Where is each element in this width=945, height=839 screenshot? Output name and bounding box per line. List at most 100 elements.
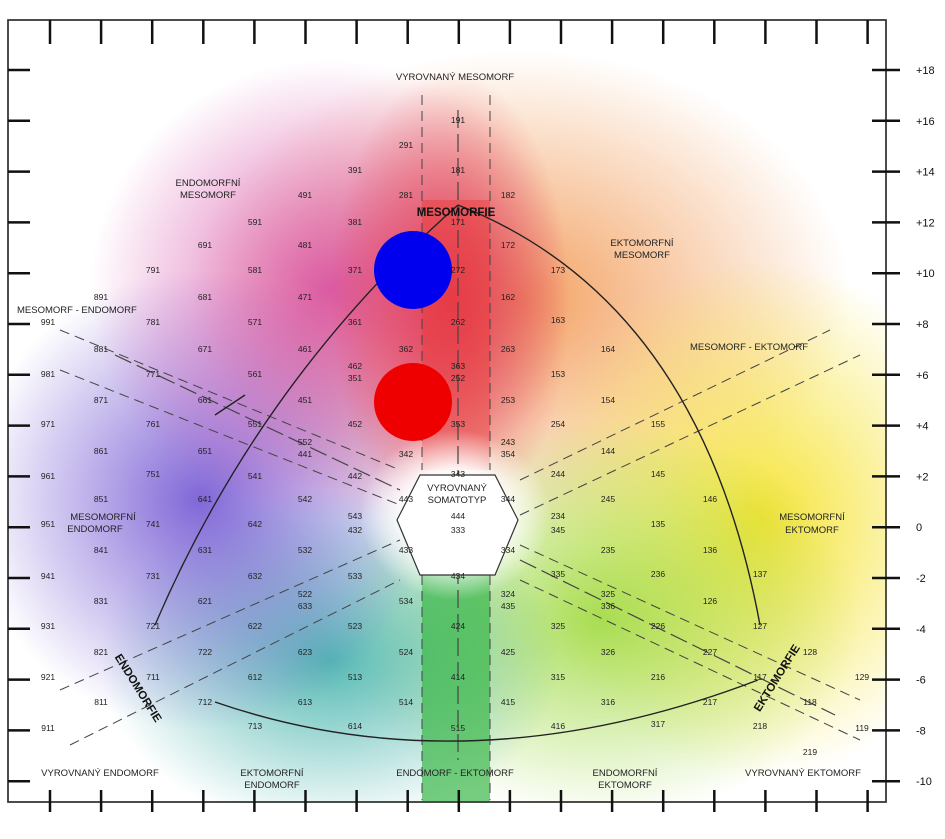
code-335: 335 xyxy=(551,569,565,579)
code-551: 551 xyxy=(248,419,262,429)
code-741: 741 xyxy=(146,519,160,529)
right-axis-label: -2 xyxy=(916,573,926,585)
code-433: 433 xyxy=(399,545,413,555)
code-941: 941 xyxy=(41,571,55,581)
code-291: 291 xyxy=(399,140,413,150)
code-326: 326 xyxy=(601,647,615,657)
code-931: 931 xyxy=(41,621,55,631)
code-217: 217 xyxy=(703,697,717,707)
code-254: 254 xyxy=(551,419,565,429)
code-129: 129 xyxy=(855,672,869,682)
right-axis-label: +12 xyxy=(916,217,935,229)
code-515: 515 xyxy=(451,723,465,733)
code-751: 751 xyxy=(146,469,160,479)
code-252: 252 xyxy=(451,373,465,383)
code-191: 191 xyxy=(451,115,465,125)
code-344: 344 xyxy=(501,494,515,504)
code-236: 236 xyxy=(651,569,665,579)
right-axis-label: -4 xyxy=(916,624,926,636)
label-mesomorf-ektomorf: MESOMORF - EKTOMORF xyxy=(690,342,808,353)
code-381: 381 xyxy=(348,217,362,227)
left-axis-ticks xyxy=(8,68,30,783)
code-162: 162 xyxy=(501,292,515,302)
code-711: 711 xyxy=(146,672,160,682)
label-mesomorfni-endomorf-1: MESOMORFNÍ xyxy=(70,512,136,523)
label-endomorfni-mesomorf-1: ENDOMORFNÍ xyxy=(176,178,241,189)
code-851: 851 xyxy=(94,494,108,504)
code-415: 415 xyxy=(501,697,515,707)
right-axis-label: +4 xyxy=(916,421,929,433)
code-333: 333 xyxy=(451,525,465,535)
code-243: 243 xyxy=(501,437,515,447)
code-731: 731 xyxy=(146,571,160,581)
code-661: 661 xyxy=(198,395,212,405)
right-axis-label: -10 xyxy=(916,776,932,788)
label-ektomorfni-endomorf-1: EKTOMORFNÍ xyxy=(240,768,304,779)
label-vyrovnany-somatotyp-1: VYROVNANÝ xyxy=(427,483,487,494)
code-441: 441 xyxy=(298,449,312,459)
code-532: 532 xyxy=(298,545,312,555)
label-ektomorfni-mesomorf-1: EKTOMORFNÍ xyxy=(610,238,674,249)
band-lines xyxy=(59,95,861,800)
code-234: 234 xyxy=(551,511,565,521)
code-343: 343 xyxy=(451,469,465,479)
label-vyrovnany-somatotyp-2: SOMATOTYP xyxy=(428,495,487,506)
code-351: 351 xyxy=(348,373,362,383)
code-522: 522 xyxy=(298,589,312,599)
code-424: 424 xyxy=(451,621,465,631)
code-444: 444 xyxy=(451,511,465,521)
code-641: 641 xyxy=(198,494,212,504)
code-163: 163 xyxy=(551,315,565,325)
right-axis-label: +16 xyxy=(916,116,935,128)
region-labels: VYROVNANÝ MESOMORF ENDOMORFNÍ MESOMORF E… xyxy=(17,72,861,791)
code-491: 491 xyxy=(298,190,312,200)
right-axis-label: +2 xyxy=(916,471,929,483)
code-127: 127 xyxy=(753,621,767,631)
code-137: 137 xyxy=(753,569,767,579)
code-443: 443 xyxy=(399,494,413,504)
code-171: 171 xyxy=(451,217,465,227)
label-endomorfni-ektomorf-1: ENDOMORFNÍ xyxy=(593,768,658,779)
code-153: 153 xyxy=(551,369,565,379)
code-451: 451 xyxy=(298,395,312,405)
code-552: 552 xyxy=(298,437,312,447)
label-mesomorfni-endomorf-2: ENDOMORF xyxy=(67,524,123,535)
right-axis-label: 0 xyxy=(916,522,922,534)
right-axis-label: +10 xyxy=(916,268,935,280)
code-651: 651 xyxy=(198,446,212,456)
code-342: 342 xyxy=(399,449,413,459)
code-542: 542 xyxy=(298,494,312,504)
code-781: 781 xyxy=(146,317,160,327)
code-363: 363 xyxy=(451,361,465,371)
label-mesomorfni-ektomorf-2: EKTOMORF xyxy=(785,525,839,536)
code-316: 316 xyxy=(601,697,615,707)
code-561: 561 xyxy=(248,369,262,379)
code-712: 712 xyxy=(198,697,212,707)
code-633: 633 xyxy=(298,601,312,611)
code-173: 173 xyxy=(551,265,565,275)
axis-name-mesomorfie: MESOMORFIE xyxy=(417,207,496,219)
code-642: 642 xyxy=(248,519,262,529)
code-128: 128 xyxy=(803,647,817,657)
code-771: 771 xyxy=(146,369,160,379)
code-281: 281 xyxy=(399,190,413,200)
code-791: 791 xyxy=(146,265,160,275)
code-172: 172 xyxy=(501,240,515,250)
code-462: 462 xyxy=(348,361,362,371)
code-481: 481 xyxy=(298,240,312,250)
code-135: 135 xyxy=(651,519,665,529)
code-713: 713 xyxy=(248,721,262,731)
code-154: 154 xyxy=(601,395,615,405)
code-452: 452 xyxy=(348,419,362,429)
code-182: 182 xyxy=(501,190,515,200)
code-691: 691 xyxy=(198,240,212,250)
code-891: 891 xyxy=(94,292,108,302)
code-155: 155 xyxy=(651,419,665,429)
code-591: 591 xyxy=(248,217,262,227)
code-353: 353 xyxy=(451,419,465,429)
code-571: 571 xyxy=(248,317,262,327)
code-613: 613 xyxy=(298,697,312,707)
